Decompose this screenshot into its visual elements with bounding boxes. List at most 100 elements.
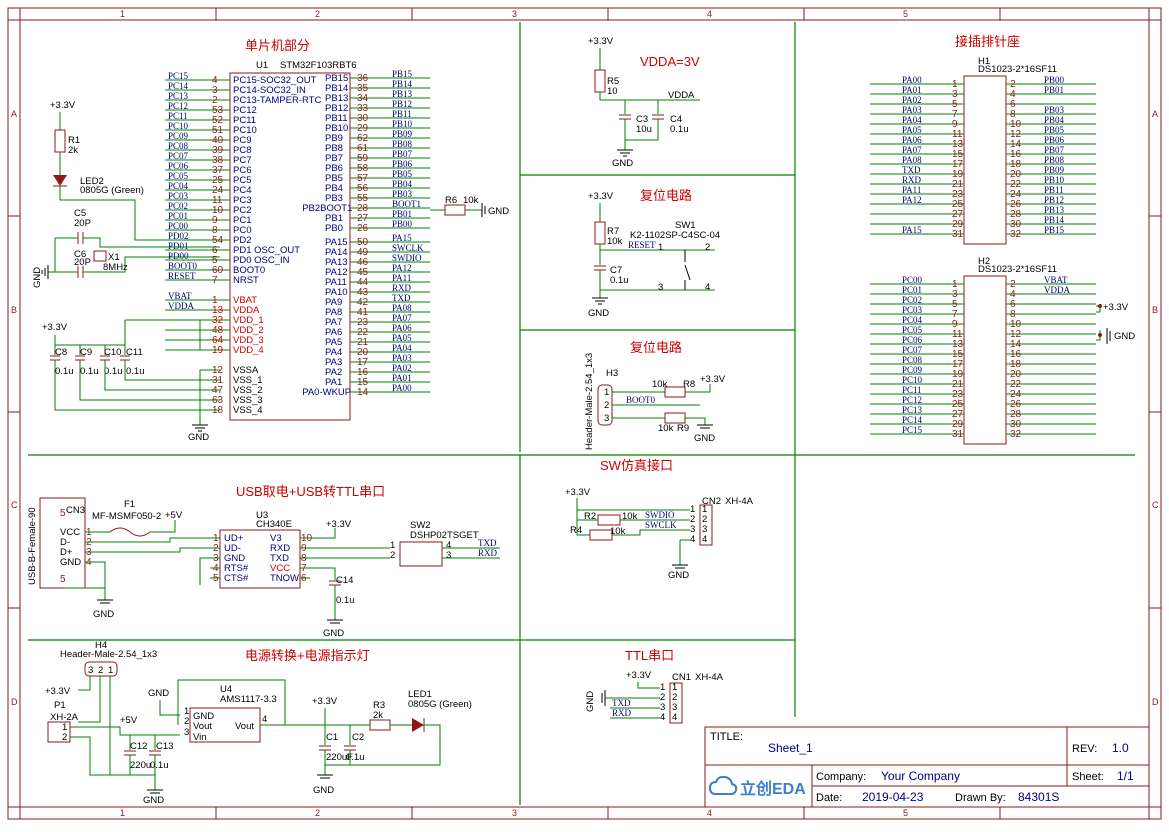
usb-pin-number: 5	[60, 508, 66, 519]
r6-boot1: R6 10k GND	[430, 195, 509, 217]
header-pin-number: 2	[1010, 279, 1016, 290]
mcu-net-label: PB14	[392, 79, 413, 89]
header-net-label: PC01	[902, 285, 922, 295]
mcu-pin-name: PB15	[325, 73, 348, 84]
mcu-pin-name: PA4	[325, 347, 342, 358]
c4-ref: C4	[670, 114, 682, 125]
rxd-net-usb: RXD	[478, 548, 498, 558]
mcu-pin-name: PB8	[325, 143, 343, 154]
header-net-label: PA12	[902, 195, 922, 205]
mcu-power-pin-name: VDD_4	[233, 345, 264, 356]
mcu-net-label: PC11	[168, 111, 188, 121]
cn1-pin3: 3	[660, 702, 665, 713]
header-net-label: PC07	[902, 345, 923, 355]
mcu-pin-number: 56	[357, 183, 369, 194]
ttl-serial: +3.3V GND TXD RXD CN1 XH-4A 1 2 3 4 1 2 …	[585, 670, 724, 724]
mcu-pin-name: PC4	[233, 185, 251, 196]
mcu-net-label: PB00	[392, 219, 413, 229]
f1-value: MF-MSMF050-2	[92, 511, 161, 522]
mcu-pin-number: 9	[212, 215, 218, 226]
header-net-label: PB13	[1044, 205, 1065, 215]
sw-debug: +3.3V R2 R4 10k 10k SWDIO SWCLK CN2 XH-4…	[565, 487, 754, 581]
header-pin-number: 17	[952, 159, 964, 170]
h2-body	[963, 275, 1007, 445]
header-pin-number: 12	[1010, 329, 1022, 340]
mcu-net-label: PB12	[392, 99, 412, 109]
header-pin-number: 22	[1010, 379, 1022, 390]
v33-label-reset: +3.3V	[588, 191, 614, 202]
header-net-label: PA01	[902, 85, 922, 95]
led1-diode-icon	[412, 718, 424, 732]
c13-value: 0.1u	[150, 760, 169, 771]
mcu-pin-name: PC8	[233, 145, 251, 156]
c3-ref: C3	[636, 114, 648, 125]
sw2-pin2: 2	[390, 550, 395, 561]
mcu-pin-number: 33	[357, 103, 369, 114]
header-pin-number: 14	[1010, 139, 1022, 150]
sw2-ref: SW2	[410, 520, 431, 531]
h4-pin3: 3	[88, 665, 93, 676]
sw1-value: K2-1102SP-C4SC-04	[630, 230, 720, 241]
u3-pin-name: RTS#	[224, 563, 249, 574]
header-net-label: PB15	[1044, 225, 1065, 235]
gnd-label-usb: GND	[93, 609, 114, 620]
mcu-net-label: PA15	[392, 233, 412, 243]
mcu-net-label: PC07	[168, 151, 189, 161]
header-pin-number: 18	[1010, 159, 1022, 170]
header-pin-number: 9	[952, 119, 958, 130]
r6-value: 10k	[463, 195, 479, 206]
u3-pin-name: RXD	[270, 543, 290, 554]
mcu-pin-name: PD0 OSC_IN	[233, 255, 290, 266]
usb-pin-name: VCC	[60, 527, 80, 538]
txd-net-usb: TXD	[478, 538, 497, 548]
mcu-pin-name: PB5	[325, 173, 343, 184]
mcu-pin-number: 16	[357, 367, 369, 378]
r4-value: 10k	[610, 526, 626, 537]
header-pin-number: 13	[952, 339, 964, 350]
grid-row-right: B	[1152, 305, 1158, 315]
mcu-pin-number: 50	[357, 237, 369, 248]
sw1-pin2: 2	[705, 242, 710, 253]
drawn-label: Drawn By:	[955, 792, 1006, 804]
mcu-net-label: PB06	[392, 159, 413, 169]
mcu-power-net: VBAT	[168, 291, 192, 301]
p1-pin2: 2	[62, 732, 67, 743]
mcu-net-label: PB05	[392, 169, 413, 179]
header-pin-number: 7	[952, 309, 958, 320]
mcu-pin-number: 41	[357, 307, 369, 318]
cn2-pin4: 4	[690, 534, 695, 545]
header-net-label: PB10	[1044, 175, 1065, 185]
mcu-pin-number: 10	[212, 205, 224, 216]
header-net-label: PC09	[902, 365, 923, 375]
mcu-pin-name: PB9	[325, 133, 343, 144]
cn1-pin1b: 1	[672, 682, 677, 693]
usb-pin-name: GND	[60, 557, 81, 568]
sheet-value: 1/1	[1117, 769, 1134, 783]
section-title-power: 电源转换+电源指示灯	[245, 648, 370, 663]
mcu-power-pin-name: VDD_1	[233, 315, 264, 326]
c12-value: 220u	[130, 760, 151, 771]
mcu-net-label: SWDIO	[392, 253, 422, 263]
header-pin-number: 11	[952, 329, 963, 340]
header-pin-number: 26	[1010, 399, 1022, 410]
mcu-pin-name: PB13	[325, 93, 348, 104]
header-net-label: PA05	[902, 125, 922, 135]
header-pin-number: 8	[1010, 109, 1016, 120]
x1-value: 8MHz	[103, 262, 128, 273]
r8-resistor	[664, 386, 686, 398]
header-pin-number: 26	[1010, 199, 1022, 210]
c12-ref: C12	[130, 741, 147, 752]
mcu-net-label: PB15	[392, 69, 413, 79]
mcu-net-label: PB09	[392, 129, 413, 139]
mcu-net-label: TXD	[392, 293, 411, 303]
power-section: Header-Male-2.54_1x3 H4 3 2 1 +3.3V P1 X…	[45, 640, 472, 806]
mcu-pin-number: 62	[357, 133, 369, 144]
header-pin-number: 4	[1010, 89, 1016, 100]
c7-ref: C7	[610, 265, 622, 276]
r8-value: 10k	[652, 379, 668, 390]
header-pin-number: 29	[952, 219, 964, 230]
gnd-label-power: GND	[143, 795, 164, 806]
header-pin-number: 6	[1010, 299, 1016, 310]
u4-pin-vout2: Vout	[235, 721, 254, 732]
